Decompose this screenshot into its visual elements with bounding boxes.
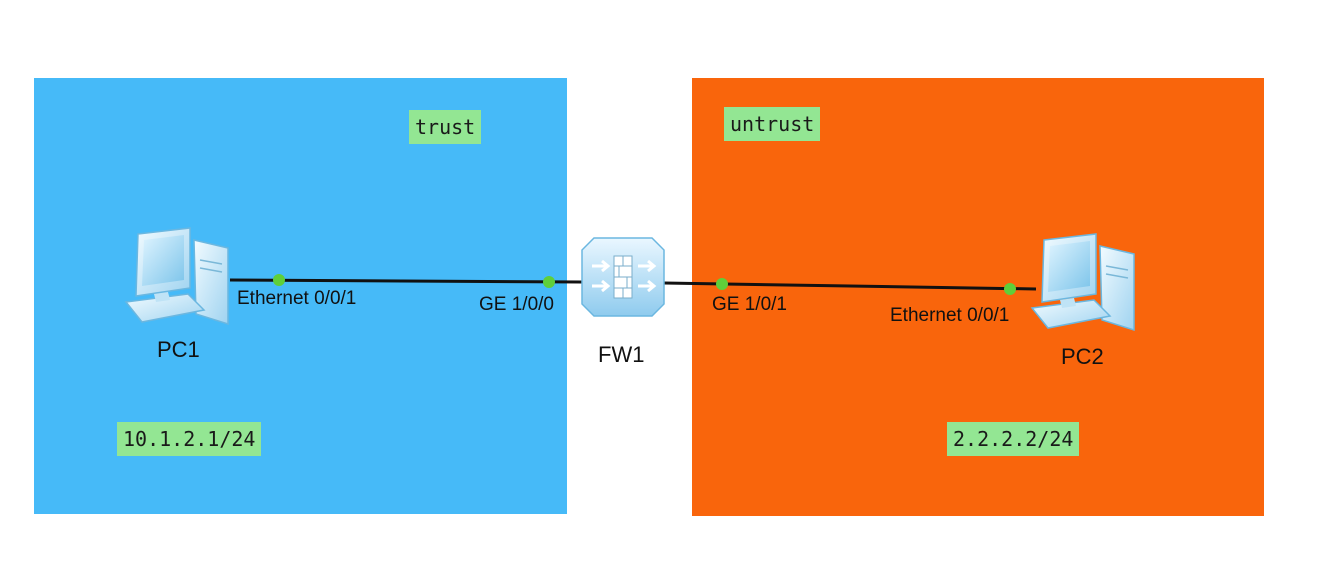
pc2-ip-label: 2.2.2.2/24: [947, 422, 1080, 456]
zone-label-trust: trust: [409, 110, 482, 144]
port-label-fw1-ge101: GE 1/0/1: [712, 294, 787, 315]
port-label-pc2-eth: Ethernet 0/0/1: [890, 305, 1010, 326]
device-label-pc1: PC1: [157, 337, 200, 362]
port-label-fw1-ge100: GE 1/0/0: [479, 294, 554, 315]
port-dot-pc1-eth: [273, 274, 285, 286]
device-label-fw1: FW1: [598, 342, 645, 367]
link-pc1-fw1: [229, 278, 583, 284]
pc-icon[interactable]: [124, 226, 234, 330]
port-dot-pc2-eth: [1004, 283, 1016, 295]
zone-label-untrust: untrust: [724, 107, 821, 141]
port-label-pc1-eth: Ethernet 0/0/1: [237, 288, 357, 309]
port-dot-fw1-ge101: [716, 278, 728, 290]
pc-icon[interactable]: [1030, 232, 1140, 336]
port-dot-fw1-ge100: [543, 276, 555, 288]
firewall-icon[interactable]: [580, 236, 666, 318]
pc1-ip-label: 10.1.2.1/24: [117, 422, 262, 456]
device-label-pc2: PC2: [1061, 344, 1104, 369]
